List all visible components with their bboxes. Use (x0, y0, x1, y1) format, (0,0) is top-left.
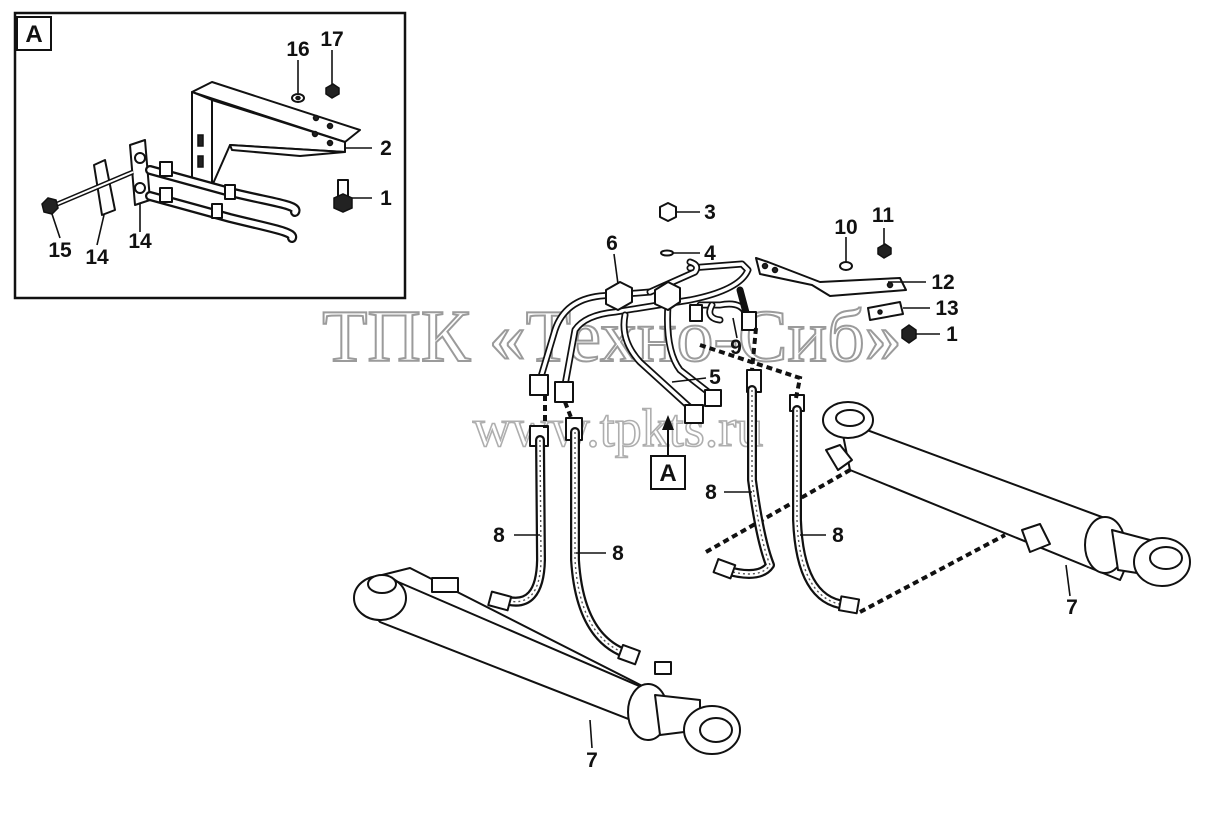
bolt-part-1-detail (333, 179, 353, 213)
callout-12: 12 (931, 271, 954, 294)
bolt-part-15 (41, 169, 134, 215)
hose-assembly-part-8 (500, 385, 850, 660)
callout-leaders (514, 211, 1071, 749)
connection-dashed-cyl-lower (859, 533, 1006, 614)
callout-17-detail: 17 (320, 28, 343, 51)
hydraulic-cylinder-right-part-7 (822, 401, 1191, 587)
nut-part-1 (901, 324, 917, 344)
callout-9: 9 (730, 336, 742, 359)
connection-dashed-left-b (563, 401, 574, 421)
connection-dashed-right (699, 343, 803, 399)
detail-view-a: A (13, 11, 407, 300)
callout-8-c: 8 (705, 481, 717, 504)
callout-14-detail-b: 14 (128, 230, 152, 253)
callout-16-detail: 16 (286, 38, 309, 61)
watermark-url: www.tpkts.ru (473, 398, 764, 458)
callout-6: 6 (606, 232, 618, 255)
callout-13: 13 (935, 297, 958, 320)
plug-part-3 (659, 202, 677, 222)
callout-15-detail: 15 (48, 239, 72, 262)
callout-2-detail: 2 (380, 137, 392, 160)
o-ring-part-4 (660, 249, 674, 257)
washer-part-10 (839, 261, 853, 271)
callout-1: 1 (946, 323, 958, 346)
nut-part-11 (877, 243, 892, 259)
callout-3: 3 (704, 201, 716, 224)
detail-view-label-box (16, 16, 52, 51)
callout-1-detail: 1 (380, 187, 392, 210)
bracket-part-2 (191, 81, 361, 187)
callout-8-d: 8 (832, 524, 844, 547)
callout-4: 4 (704, 242, 716, 265)
detail-view-label: A (25, 21, 42, 48)
callout-7-right: 7 (1066, 596, 1078, 619)
hydraulic-cylinder-left-part-7 (353, 567, 741, 755)
callout-7-left: 7 (586, 749, 598, 772)
callout-5: 5 (709, 366, 721, 389)
callout-8-b: 8 (612, 542, 624, 565)
view-marker-label: A (659, 460, 676, 487)
tee-fitting-part-6 (605, 281, 633, 311)
plate-part-13 (867, 301, 904, 321)
callout-8-a: 8 (493, 524, 505, 547)
callout-11: 11 (872, 204, 895, 227)
tee-fitting-main (654, 281, 681, 311)
bracket-part-12 (755, 257, 907, 297)
nut-part-17 (325, 83, 340, 99)
connection-dashed-fitting (750, 327, 758, 371)
connection-dashed-cyl-upper (705, 468, 851, 554)
watermark-company: ТПК «Техно-Сиб» (322, 296, 902, 378)
callout-14-detail-a: 14 (85, 246, 109, 269)
clamp-part-14 (93, 139, 151, 216)
callout-10: 10 (834, 216, 857, 239)
view-marker-a: A (650, 415, 686, 490)
